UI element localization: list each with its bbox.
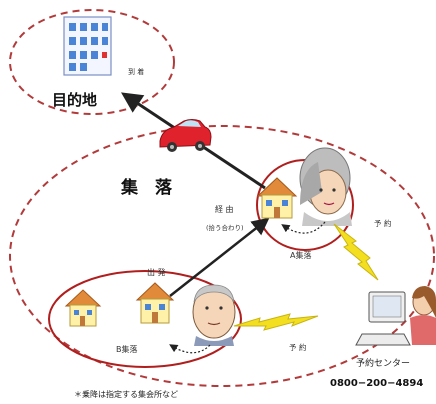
reservation-signal-right	[333, 223, 379, 281]
call-center-operator-icon	[355, 286, 436, 346]
via-note: (拾う合わり)	[206, 223, 244, 232]
village-label: 集 落	[120, 177, 173, 198]
house-icon	[256, 177, 298, 219]
house-icon	[64, 289, 102, 327]
arrival-label: 到 着	[128, 67, 144, 76]
route-arrow-b-to-a	[169, 217, 270, 297]
reserve-bottom-label: 予 約	[289, 342, 306, 352]
reservation-center-label: 予約センター	[356, 357, 410, 369]
hamlet-a-walk-arrow	[281, 221, 326, 234]
phone-number: 0800−200−4894	[330, 378, 423, 389]
footnote: ＊乗降は指定する集会所など	[74, 389, 178, 399]
departure-label: 出 発	[147, 267, 166, 277]
hamlet-b-walk-arrow	[169, 344, 211, 354]
hamlet-a-label: A集落	[290, 250, 311, 260]
destination-label: 目的地	[52, 91, 97, 109]
destination-area-outline	[9, 9, 175, 115]
hamlet-b-outline	[48, 270, 242, 368]
car-icon	[159, 119, 212, 152]
village-area-outline	[9, 125, 435, 387]
office-building-icon	[63, 16, 112, 76]
elderly-man-icon	[192, 284, 236, 346]
elderly-woman-icon	[299, 147, 352, 226]
reserve-right-label: 予 約	[374, 218, 391, 228]
hamlet-b-label: B集落	[116, 344, 138, 354]
house-icon	[135, 282, 175, 324]
via-label: 経 由	[215, 204, 234, 214]
reservation-signal-bottom	[233, 313, 319, 331]
